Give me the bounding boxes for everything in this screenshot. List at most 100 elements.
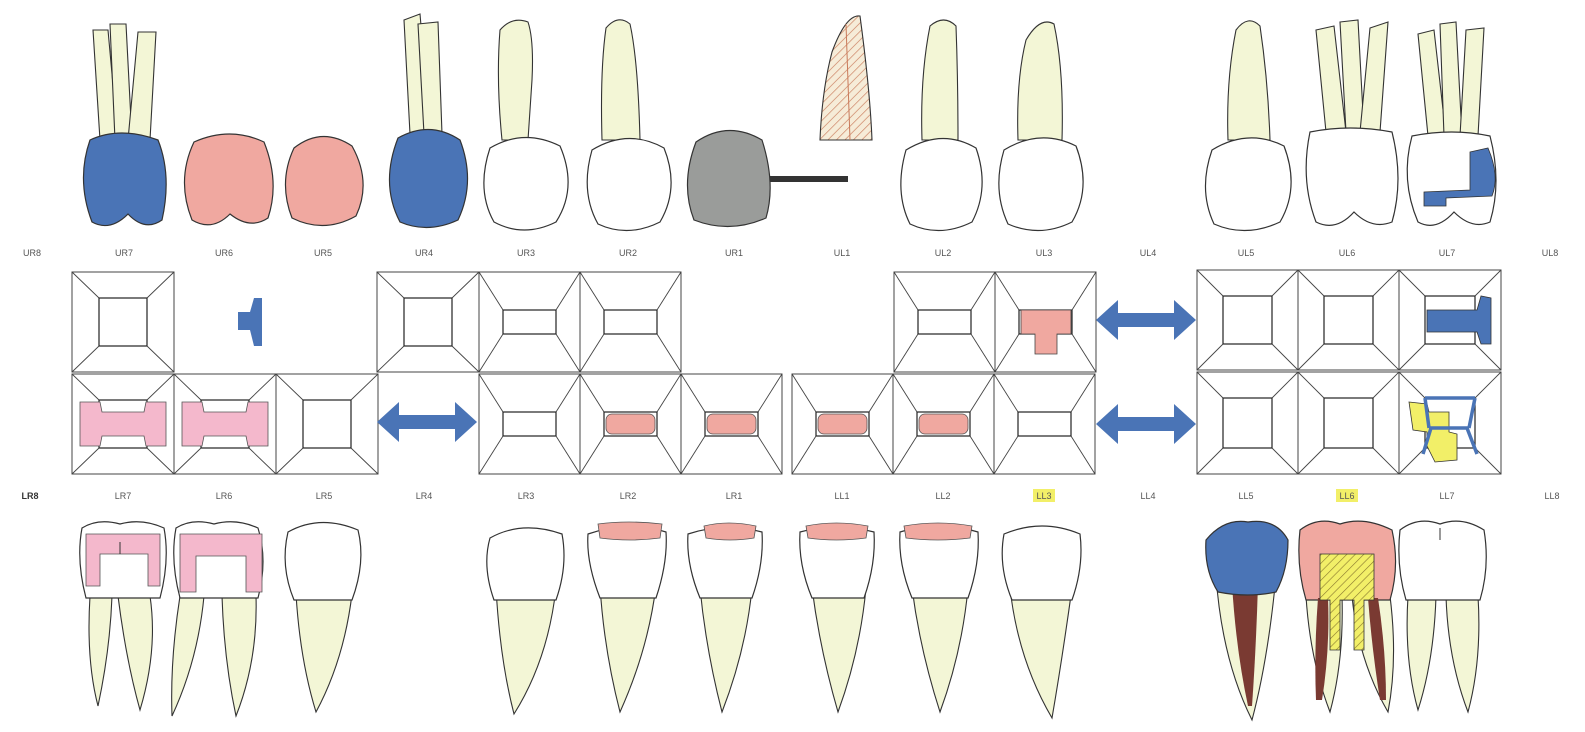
tooth-label-ll7: LL7 <box>1439 491 1454 501</box>
tooth-ur6 <box>184 134 273 225</box>
tooth-label-lr2: LR2 <box>620 491 637 501</box>
tooth-label-ur5: UR5 <box>314 248 332 258</box>
tooth-ur5 <box>285 136 363 225</box>
tooth-label-ur2: UR2 <box>619 248 637 258</box>
amalgam-filling <box>389 129 467 227</box>
tooth-lr7 <box>80 522 167 710</box>
tooth-ul2 <box>901 20 982 231</box>
composite-filling <box>707 414 756 434</box>
composite-filling <box>285 136 363 225</box>
tooth-ll7 <box>1399 521 1486 712</box>
tooth-label-ul1: UL1 <box>834 248 851 258</box>
tooth-label-lr8: LR8 <box>21 491 38 501</box>
tooth-lr2 <box>588 522 667 712</box>
surface-box <box>1399 270 1501 370</box>
tooth-ll2 <box>900 523 979 712</box>
surface-box <box>995 272 1096 372</box>
surface-grid-lower <box>72 372 1501 474</box>
tooth-label-ul5: UL5 <box>1238 248 1255 258</box>
tooth-label-ur1: UR1 <box>725 248 743 258</box>
tooth-label-ll5: LL5 <box>1238 491 1253 501</box>
tooth-lr3 <box>487 528 564 714</box>
tooth-label-ul4: UL4 <box>1140 248 1157 258</box>
metal-crown <box>687 130 770 226</box>
double-arrow <box>1096 300 1196 340</box>
double-arrow <box>377 402 477 442</box>
amalgam-filling <box>1206 521 1288 595</box>
composite-filling <box>606 414 655 434</box>
tooth-ll6 <box>1299 521 1396 712</box>
tooth-lr5 <box>285 522 361 712</box>
tooth-lr6 <box>172 522 263 716</box>
surface-box <box>792 374 893 474</box>
tooth-label-ll3: LL3 <box>1036 491 1051 501</box>
tooth-ll3 <box>1002 526 1081 718</box>
composite-filling <box>184 134 273 225</box>
tooth-ll1 <box>800 523 875 712</box>
surface-box <box>72 374 174 474</box>
tooth-label-ul8: UL8 <box>1542 248 1559 258</box>
tooth-label-ll2: LL2 <box>935 491 950 501</box>
tooth-ll5 <box>1206 521 1288 720</box>
tooth-label-ll1: LL1 <box>834 491 849 501</box>
tooth-ur1 <box>687 130 848 226</box>
composite-filling <box>598 522 662 540</box>
tooth-label-lr5: LR5 <box>316 491 333 501</box>
tooth-ur7 <box>83 24 166 226</box>
tooth-label-ul2: UL2 <box>935 248 952 258</box>
tooth-ul1 <box>820 16 872 140</box>
surface-box <box>1298 270 1399 370</box>
surface-box <box>377 272 479 372</box>
surface-box <box>1197 372 1298 474</box>
upper-teeth <box>83 14 1496 231</box>
composite-filling <box>919 414 968 434</box>
tooth-ul7 <box>1407 22 1496 225</box>
tooth-ul5 <box>1205 21 1291 231</box>
double-arrow <box>1096 404 1196 444</box>
composite-filling <box>704 523 756 540</box>
surface-box <box>681 374 782 474</box>
surface-box <box>994 374 1095 474</box>
tooth-label-lr6: LR6 <box>216 491 233 501</box>
bridge-bar <box>770 176 848 182</box>
lower-teeth <box>80 521 1487 720</box>
tooth-ur2 <box>587 20 671 231</box>
tooth-label-lr7: LR7 <box>115 491 132 501</box>
tooth-label-lr1: LR1 <box>726 491 743 501</box>
surface-box <box>1399 372 1501 474</box>
tooth-label-ul3: UL3 <box>1036 248 1053 258</box>
surface-box <box>580 374 681 474</box>
tooth-label-ur7: UR7 <box>115 248 133 258</box>
tooth-label-ur8: UR8 <box>23 248 41 258</box>
composite-filling <box>818 414 867 434</box>
surface-box <box>893 374 994 474</box>
amalgam-mark <box>238 298 262 346</box>
surface-box <box>72 272 174 372</box>
tooth-label-ur6: UR6 <box>215 248 233 258</box>
tooth-ur4 <box>389 14 467 228</box>
lower-labels: LR8 LR7 LR6 LR5 LR4 LR3 LR2 LR1 LL1 LL2 LL3 LL4 LL5 L… <box>21 489 1559 502</box>
surface-box <box>479 374 580 474</box>
tooth-label-ll6: LL6 <box>1339 491 1354 501</box>
tooth-label-ll4: LL4 <box>1140 491 1155 501</box>
surface-box <box>894 272 995 372</box>
tooth-ur3 <box>484 20 568 230</box>
surface-box <box>1298 372 1399 474</box>
surface-box <box>580 272 681 372</box>
composite-filling <box>806 523 868 540</box>
tooth-label-ul7: UL7 <box>1439 248 1456 258</box>
composite-filling <box>904 523 972 540</box>
tooth-label-ur4: UR4 <box>415 248 433 258</box>
tooth-ul6 <box>1306 20 1398 225</box>
tooth-label-ul6: UL6 <box>1339 248 1356 258</box>
surface-box <box>276 374 378 474</box>
surface-grid-upper <box>72 270 1501 372</box>
tooth-label-ll8: LL8 <box>1544 491 1559 501</box>
surface-box <box>479 272 580 372</box>
surface-box <box>1197 270 1298 370</box>
tooth-label-lr3: LR3 <box>518 491 535 501</box>
tooth-label-lr4: LR4 <box>416 491 433 501</box>
surface-box <box>174 374 276 474</box>
